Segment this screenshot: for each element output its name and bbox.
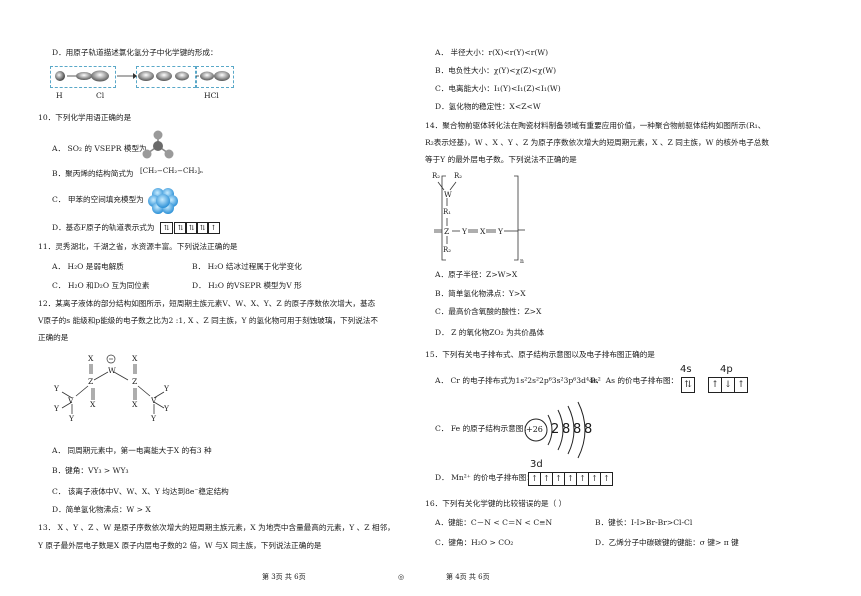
orbital-shapes	[55, 70, 230, 82]
q14-option-d: D． Z 的氧化物ZO₂ 为共价晶体	[435, 328, 545, 337]
atom-x-polymer: X	[480, 227, 486, 236]
atom-y-polymer-1: Y	[462, 227, 468, 236]
q14-option-c: C．最高价含氧酸的酸性：Z>X	[435, 307, 542, 316]
fe-shell-3: 8	[573, 422, 582, 437]
q14-option-a: A．原子半径：Z>W>X	[435, 270, 518, 279]
q10-stem: 10．下列化学用语正确的是	[38, 113, 132, 122]
label-h: H	[56, 91, 63, 100]
q15-option-a: A． Cr 的电子排布式为1s²2s²2p⁶3s²3p⁶3d⁴4s²	[435, 376, 601, 385]
q13-option-a: A． 半径大小：r(X)<r(Y)<r(W)	[435, 48, 549, 57]
atom-z-polymer: Z	[444, 227, 450, 236]
q12-option-c: C． 该离子液体中V、W、X、Y 均达到8e⁻稳定结构	[52, 487, 229, 496]
r1-label: R₁	[443, 208, 452, 216]
q13-stem-line2: Y 原子最外层电子数是X 原子内层电子数的2 倍，W 与X 同主族，下列说法正确…	[38, 541, 322, 550]
center-mark: ◎	[398, 573, 405, 581]
q10-option-d: D．基态F原子的轨道表示式为	[52, 223, 155, 232]
q14-stem-line3: 等于Y 的最外层电子数。下列说法不正确的是	[425, 155, 577, 164]
atom-y-6: Y	[151, 414, 157, 423]
q14-stem-line1: 14．聚合物前驱体转化法在陶瓷材料制备领域有重要应用价值，一种聚合物前驱体结构如…	[425, 121, 766, 130]
so2-vsepr-model	[142, 130, 174, 159]
q10-option-a: A． SO₂ 的 VSEPR 模型为	[52, 144, 147, 153]
structure-bonds	[61, 354, 165, 414]
q12-option-b: B．键角：VY₃ > WY₃	[52, 466, 129, 475]
q11-stem: 11．灵秀湖北，千湖之省，水资源丰富。下列说法正确的是	[38, 242, 238, 251]
q11-option-d: D． H₂O 的VSEPR 模型为V 形	[192, 281, 302, 290]
fe-shell-2: 8	[562, 422, 571, 437]
q14-stem-line2: R₂表示烃基)，W 、X 、Y 、Z 为原子序数依次增大的短周期元素，X 、Z …	[425, 138, 769, 147]
q15-option-d: D． Mn²⁺ 的价电子排布图：	[435, 473, 534, 482]
atom-z-left: Z	[88, 377, 94, 386]
label-4p: 4p	[720, 364, 733, 375]
r2-left: R₂	[432, 172, 441, 180]
left-page: D．用原子轨道描述氯化氢分子中化学键的形成： H Cl HCl	[0, 0, 430, 596]
q15-stem: 15．下列有关电子排布式、原子结构示意图以及电子排布图正确的是	[425, 350, 655, 359]
polypropylene-formula: [CH₂−CH₂−CH₂]ₙ	[140, 167, 204, 175]
atom-v-left: V	[68, 396, 74, 405]
q16-stem: 16．下列有关化学键的比较错误的是（ ）	[425, 499, 567, 508]
atom-x-top-right: X	[132, 354, 138, 363]
q12-stem-line2: V原子的s 能级和p能级的电子数之比为2 :1, X 、Z 同主族，Y 的氢化物…	[38, 316, 379, 325]
footer-page-3: 第 3页 共 6页	[262, 573, 306, 581]
toluene-space-filling-model	[148, 188, 178, 214]
q16-option-b: B．键长：I-I>Br-Br>Cl-Cl	[595, 518, 693, 527]
atom-v-right: V	[151, 396, 157, 405]
label-3d: 3d	[530, 459, 543, 470]
atom-y-4: Y	[164, 384, 170, 393]
q14-option-b: B．简单氢化物沸点：Y>X	[435, 289, 526, 298]
q13-stem-line1: 13． X 、Y 、Z 、W 是原子序数依次增大的短周期主族元素，X 为地壳中含…	[38, 523, 395, 532]
q16-option-d: D．乙烯分子中碳碳键的键能：σ 键> π 键	[595, 538, 739, 547]
label-4s: 4s	[680, 364, 692, 375]
q12-option-a: A． 同周期元素中，第一电离能大于X 的有3 种	[52, 446, 212, 455]
fe-nucleus-charge: +26	[526, 425, 543, 434]
label-hcl: HCl	[204, 91, 219, 100]
atom-x-top-left: X	[88, 354, 94, 363]
q11-option-b: B． H₂O 结冰过程属于化学变化	[192, 262, 302, 271]
q12-option-d: D．简单氢化物沸点：W > X	[52, 505, 151, 514]
atom-y-polymer-2: Y	[498, 227, 504, 236]
q12-stem-line1: 12．某离子液体的部分结构如图所示，短周期主族元素V、W、X、Y、Z 的原子序数…	[38, 299, 376, 308]
subscript-n: n	[520, 258, 524, 265]
r2-bottom: R₂	[443, 246, 452, 254]
atom-y-1: Y	[54, 384, 60, 393]
r2-right: R₂	[454, 172, 463, 180]
q11-option-a: A． H₂O 是弱电解质	[52, 262, 124, 271]
q13-option-d: D．氢化物的稳定性：X<Z<W	[435, 102, 541, 111]
atom-x-bottom-left: X	[90, 400, 96, 409]
q15-option-b: B． As 的价电子排布图：	[590, 376, 679, 385]
fe-shell-4: 8	[584, 422, 593, 437]
q9-option-d: D．用原子轨道描述氯化氢分子中化学键的形成：	[52, 48, 218, 57]
q12-stem-line3: 正确的是	[38, 333, 69, 342]
q16-option-c: C．键角：H₂O > CO₂	[435, 538, 514, 547]
atom-y-2: Y	[54, 404, 60, 413]
q13-option-b: B．电负性大小：χ(Y)<χ(Z)<χ(W)	[435, 66, 557, 75]
right-page: A． 半径大小：r(X)<r(Y)<r(W) B．电负性大小：χ(Y)<χ(Z)…	[425, 0, 861, 596]
atom-w: W	[108, 366, 116, 375]
footer-page-4: 第 4页 共 6页	[446, 573, 490, 581]
q15-option-c: C． Fe 的原子结构示意图：	[435, 424, 531, 433]
fe-shell-1: 2	[551, 422, 560, 437]
atom-w-polymer: W	[444, 190, 452, 199]
q10-option-c: C． 甲苯的空间填充模型为	[52, 195, 144, 204]
label-cl: Cl	[96, 91, 105, 100]
atom-x-bottom-right: X	[132, 400, 138, 409]
q16-option-a: A．键能：C－N < C＝N < C≡N	[435, 518, 553, 527]
q10-option-b: B．聚丙烯的结构简式为	[52, 169, 134, 178]
atom-z-right: Z	[132, 377, 138, 386]
fe-shell-arcs	[524, 401, 586, 459]
polymer-bonds	[434, 175, 525, 261]
atom-y-5: Y	[164, 404, 170, 413]
atom-y-3: Y	[69, 414, 75, 423]
q13-option-c: C．电离能大小：I₁(Y)<I₁(Z)<I₁(W)	[435, 84, 561, 93]
q11-option-c: C． H₂O 和D₂O 互为同位素	[52, 281, 150, 290]
